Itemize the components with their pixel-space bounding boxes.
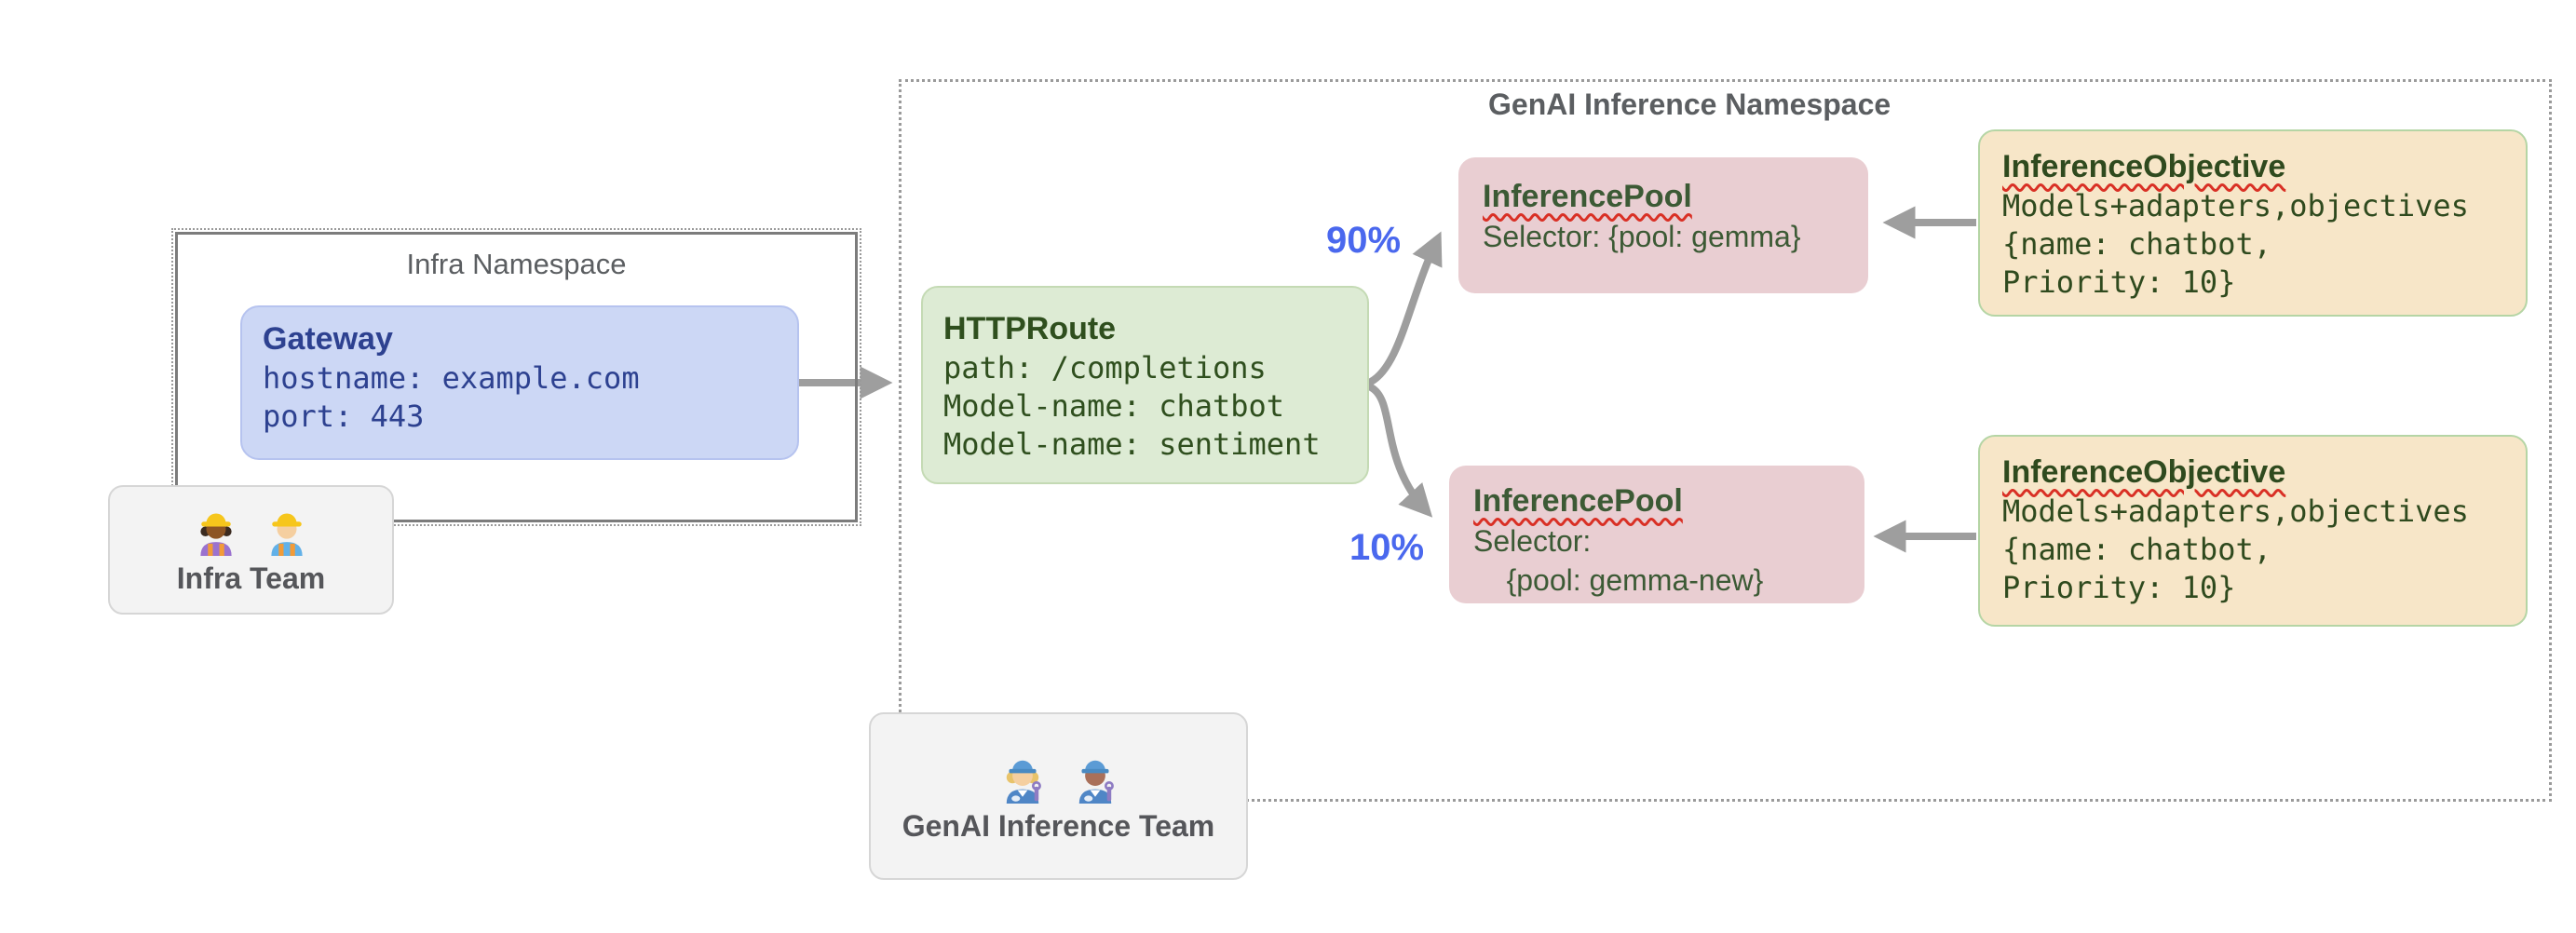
- inference-pool-title: InferencePool: [1483, 179, 1692, 214]
- inference-pool-selector-value: {pool: gemma-new}: [1473, 563, 1764, 597]
- inference-pool-gemma-box: InferencePool Selector: {pool: gemma}: [1458, 157, 1868, 293]
- infra-team-icons: [190, 504, 313, 556]
- genai-inference-team-box: GenAI Inference Team: [869, 712, 1248, 880]
- inference-objective-1-box: InferenceObjective Models+adapters,objec…: [1978, 129, 2528, 317]
- objective-models-line: Models+adapters,objectives: [2002, 188, 2469, 223]
- genai-inference-namespace-box: [899, 79, 2552, 802]
- infra-team-label: Infra Team: [176, 561, 326, 595]
- inference-pool-title: InferencePool: [1473, 483, 1683, 519]
- traffic-split-90-label: 90%: [1325, 220, 1402, 261]
- objective-name-line: {name: chatbot,: [2002, 532, 2271, 567]
- woman-mechanic-icon: [1006, 760, 1041, 804]
- httproute-path: path: /completions: [943, 350, 1267, 385]
- gateway-title: Gateway: [263, 321, 393, 357]
- objective-priority-line: Priority: 10}: [2002, 264, 2236, 300]
- traffic-split-10-label: 10%: [1349, 527, 1425, 568]
- man-mechanic-icon: [1078, 760, 1114, 804]
- gateway-port: port: 443: [263, 399, 425, 434]
- inference-objective-title: InferenceObjective: [2002, 149, 2286, 184]
- objective-models-line: Models+adapters,objectives: [2002, 494, 2469, 529]
- inference-pool-gemma-new-box: InferencePool Selector: {pool: gemma-new…: [1449, 466, 1864, 603]
- gateway-hostname: hostname: example.com: [263, 360, 640, 396]
- woman-construction-worker-icon: [199, 513, 232, 556]
- infra-namespace-title: Infra Namespace: [406, 248, 627, 280]
- inference-objective-2-box: InferenceObjective Models+adapters,objec…: [1978, 435, 2528, 627]
- man-construction-worker-icon: [270, 513, 303, 556]
- infra-team-box: Infra Team: [108, 485, 394, 615]
- inference-pool-selector: Selector:: [1473, 524, 1592, 558]
- httproute-box: HTTPRoute path: /completions Model-name:…: [921, 286, 1369, 484]
- genai-team-label: GenAI Inference Team: [902, 808, 1215, 843]
- httproute-model-chatbot: Model-name: chatbot: [943, 388, 1285, 424]
- gateway-box: Gateway hostname: example.com port: 443: [240, 305, 799, 460]
- inference-objective-title: InferenceObjective: [2002, 454, 2286, 490]
- objective-name-line: {name: chatbot,: [2002, 226, 2271, 262]
- objective-priority-line: Priority: 10}: [2002, 570, 2236, 605]
- inference-pool-selector: Selector: {pool: gemma}: [1483, 220, 1801, 253]
- genai-team-icons: [996, 750, 1122, 804]
- httproute-model-sentiment: Model-name: sentiment: [943, 426, 1321, 462]
- genai-inference-namespace-title: GenAI Inference Namespace: [1488, 88, 1891, 121]
- httproute-title: HTTPRoute: [943, 311, 1117, 346]
